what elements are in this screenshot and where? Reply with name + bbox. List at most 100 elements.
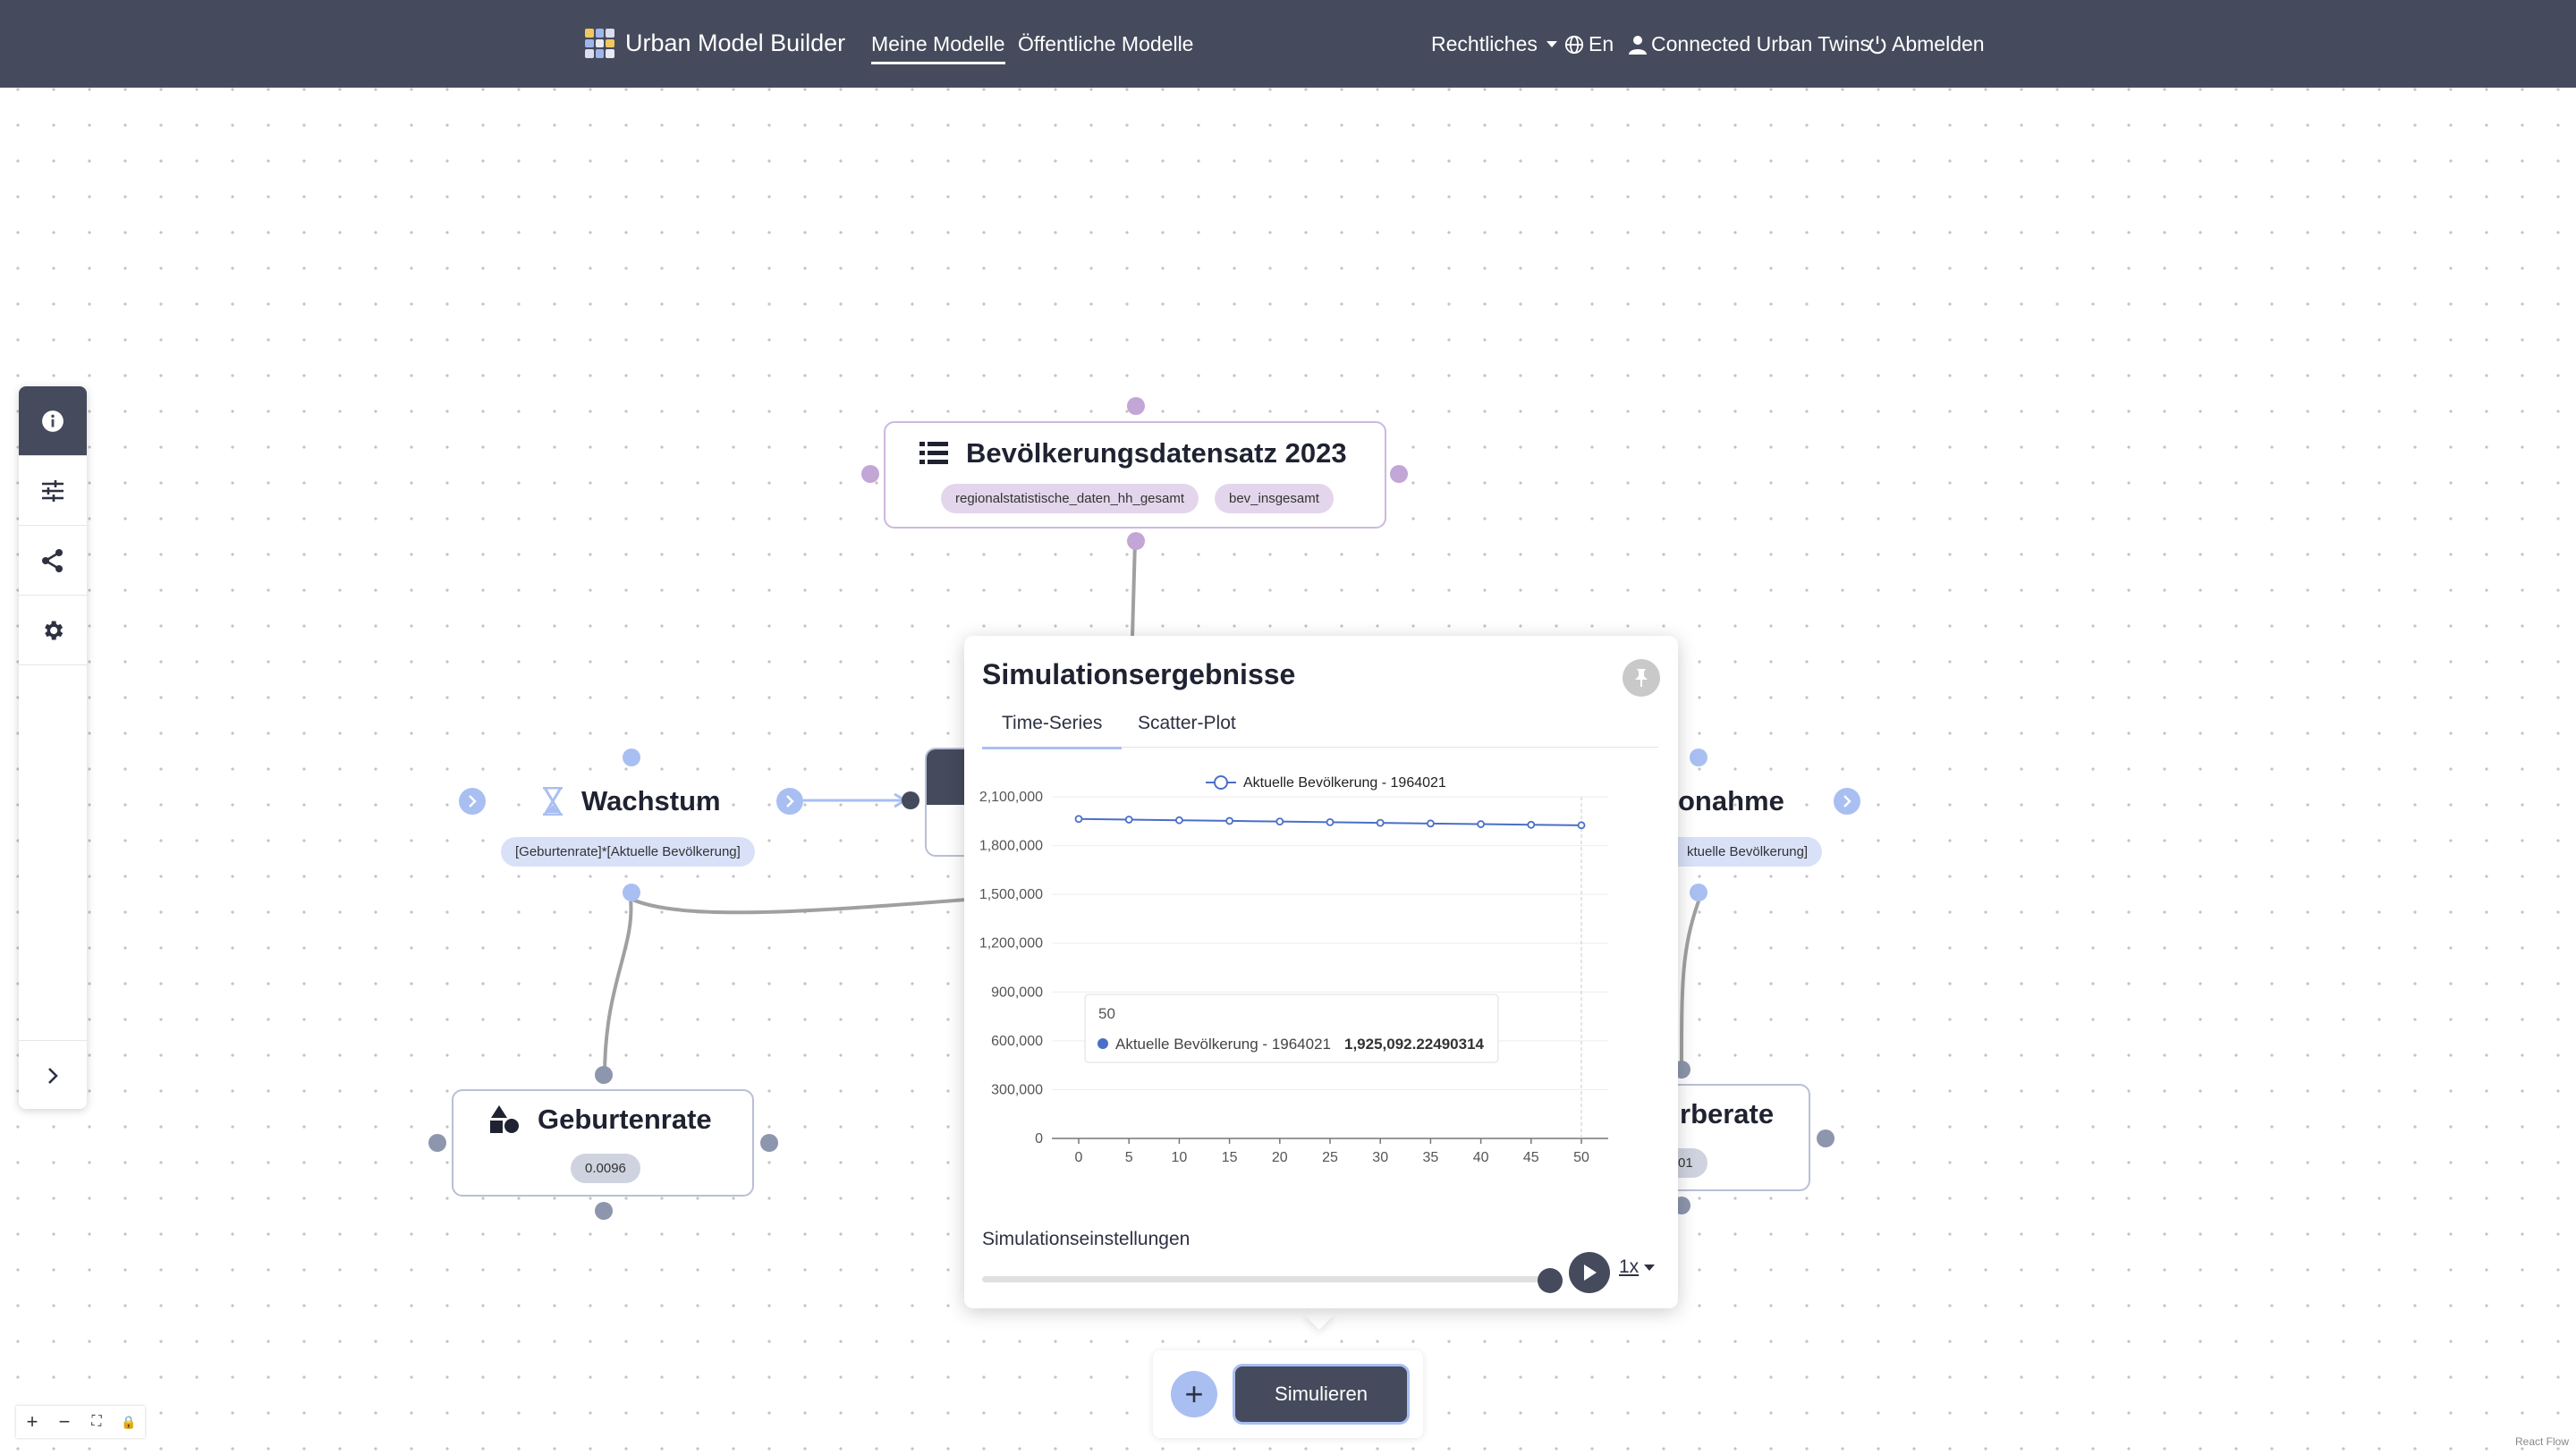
legal-label: Rechtliches (1431, 32, 1538, 55)
left-toolbar (19, 386, 87, 1109)
user-label: Connected Urban Twins (1651, 32, 1871, 55)
chevron-right-icon (1843, 795, 1852, 808)
language-switch[interactable]: En (1564, 32, 1614, 56)
caret-down-icon (1644, 1264, 1656, 1271)
info-icon (42, 410, 64, 432)
geburtenrate-handle-right[interactable] (760, 1134, 778, 1152)
edge-dataset-stock (1131, 540, 1137, 638)
edge-stock-wachstum (630, 897, 967, 915)
speed-dropdown[interactable]: 1x (1619, 1256, 1656, 1278)
dataset-handle-bottom[interactable] (1127, 532, 1145, 550)
user-menu[interactable]: Connected Urban Twins (1629, 32, 1870, 56)
dataset-handle-left[interactable] (861, 465, 879, 483)
abnahme-handle-bottom[interactable] (1690, 884, 1707, 901)
abnahme-handle-top[interactable] (1690, 749, 1707, 766)
wachstum-handle-top[interactable] (623, 749, 640, 766)
sliders-button[interactable] (19, 456, 87, 526)
wachstum-handle-bottom[interactable] (623, 884, 640, 901)
geburtenrate-node[interactable]: Geburtenrate 0.0096 (452, 1089, 754, 1197)
x-tick-label: 15 (1222, 1150, 1238, 1165)
data-point (1427, 819, 1435, 828)
wachstum-title-row[interactable]: Wachstum (542, 785, 721, 817)
data-point (1074, 815, 1083, 824)
simulation-settings-label: Simulationseinstellungen (982, 1229, 1191, 1249)
y-tick-label: 1,500,000 (979, 887, 1043, 902)
app-logo-icon (585, 29, 614, 58)
x-tick-label: 50 (1573, 1150, 1589, 1165)
logout-label: Abmelden (1892, 32, 1985, 55)
chevron-right-icon (469, 795, 477, 808)
dataset-handle-top[interactable] (1127, 397, 1145, 415)
tooltip-series-name: Aktuelle Bevölkerung - 1964021 (1115, 1036, 1331, 1053)
geburtenrate-value-chip: 0.0096 (571, 1154, 640, 1183)
popup-title: Simulationsergebnisse (982, 658, 1296, 690)
fit-view-button[interactable]: ⛶ (91, 1414, 102, 1429)
data-point (1477, 820, 1485, 828)
data-point (1326, 817, 1335, 826)
chart-grid (1052, 796, 1608, 1139)
info-button[interactable] (19, 386, 87, 456)
abnahme-title: onahme (1678, 785, 1784, 816)
lock-button[interactable]: 🔒 (121, 1414, 137, 1429)
wachstum-outflow-handle[interactable] (776, 788, 803, 815)
pin-icon (1635, 669, 1648, 687)
edge-geburtenrate-wachstum (603, 898, 633, 1077)
expand-sidebar-button[interactable] (19, 1040, 87, 1110)
y-tick-label: 1,200,000 (979, 936, 1043, 952)
hourglass-icon (543, 787, 563, 816)
dataset-handle-right[interactable] (1390, 465, 1408, 483)
brand-title: Urban Model Builder (625, 30, 846, 56)
geburtenrate-handle-bottom[interactable] (595, 1202, 613, 1220)
react-flow-attribution[interactable]: React Flow (2515, 1435, 2570, 1448)
brand[interactable]: Urban Model Builder (585, 29, 845, 58)
share-button[interactable] (19, 526, 87, 596)
x-tick-label: 0 (1075, 1150, 1083, 1165)
x-tick-label: 40 (1473, 1150, 1489, 1165)
pin-button[interactable] (1623, 659, 1660, 697)
x-tick-label: 25 (1322, 1150, 1338, 1165)
nav-oeffentliche-modelle[interactable]: Öffentliche Modelle (1018, 32, 1194, 55)
simulation-progress-slider[interactable] (982, 1276, 1553, 1282)
stock-handle-left[interactable] (902, 791, 919, 809)
x-tick-label: 35 (1423, 1150, 1439, 1165)
zoom-in-button[interactable]: + (26, 1410, 38, 1433)
tabs-divider (982, 747, 1658, 748)
sterberate-handle-right[interactable] (1817, 1129, 1835, 1147)
abnahme-outflow-handle[interactable] (1834, 788, 1860, 815)
language-label: En (1589, 32, 1614, 55)
sterberate-value-chip: 01 (1673, 1148, 1707, 1178)
nav-meine-modelle[interactable]: Meine Modelle (871, 32, 1005, 64)
abnahme-title-row[interactable]: onahme (1678, 785, 1784, 817)
dataset-title-row: Bevölkerungsdatensatz 2023 (919, 437, 1347, 469)
dataset-node[interactable]: Bevölkerungsdatensatz 2023 regionalstati… (884, 421, 1386, 529)
x-tick-label: 30 (1372, 1150, 1388, 1165)
wachstum-inflow-handle[interactable] (459, 788, 486, 815)
simulate-button[interactable]: Simulieren (1235, 1366, 1407, 1422)
logout-button[interactable]: Abmelden (1868, 32, 1985, 56)
top-navbar: Urban Model Builder Meine Modelle Öffent… (0, 0, 2576, 88)
chart-y-axis: 0300,000600,000900,0001,200,0001,500,000… (979, 790, 1043, 1146)
y-tick-label: 0 (1035, 1131, 1043, 1146)
sterberate-node[interactable]: rberate 01 (1673, 1084, 1810, 1191)
settings-button[interactable] (19, 596, 87, 665)
x-tick-label: 10 (1172, 1150, 1188, 1165)
play-icon (1584, 1265, 1597, 1281)
geburtenrate-handle-top[interactable] (595, 1066, 613, 1084)
add-node-button[interactable]: + (1171, 1371, 1217, 1417)
simulation-results-popup: Simulationsergebnisse Time-Series Scatte… (964, 636, 1678, 1308)
sterberate-title-row: rberate (1680, 1098, 1774, 1130)
tab-scatter-plot[interactable]: Scatter-Plot (1138, 713, 1236, 733)
shapes-icon (490, 1105, 519, 1133)
play-button[interactable] (1569, 1252, 1610, 1293)
zoom-out-button[interactable]: − (58, 1410, 71, 1433)
chart-legend[interactable]: Aktuelle Bevölkerung - 1964021 (1206, 775, 1446, 791)
geburtenrate-title: Geburtenrate (538, 1104, 712, 1135)
legal-dropdown[interactable]: Rechtliches (1431, 32, 1557, 56)
power-icon (1868, 35, 1886, 54)
sliders-icon (42, 479, 64, 502)
tab-time-series[interactable]: Time-Series (982, 713, 1123, 749)
geburtenrate-handle-left[interactable] (428, 1134, 446, 1152)
y-tick-label: 600,000 (991, 1034, 1043, 1049)
tooltip-x-value: 50 (1098, 1005, 1115, 1022)
slider-thumb[interactable] (1538, 1268, 1563, 1293)
